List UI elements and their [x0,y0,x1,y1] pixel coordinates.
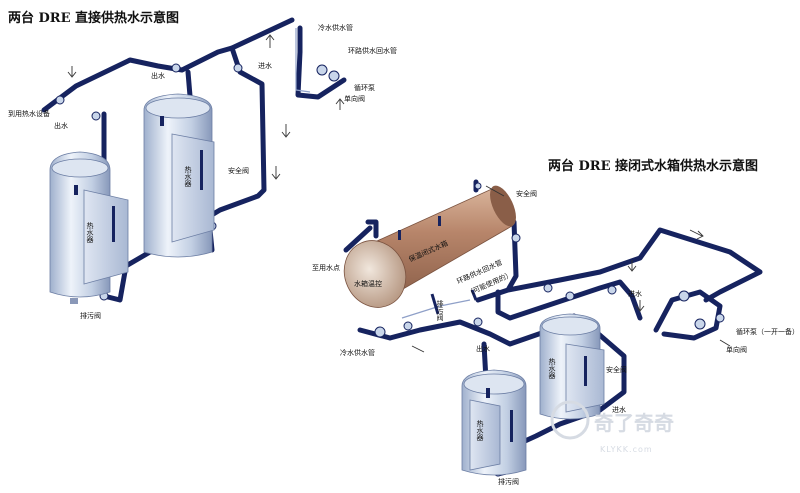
right-arrow-1 [485,185,505,197]
watermark-logo-icon [550,400,590,440]
left-label-outlet-b: 出水 [151,71,165,80]
right-pump-1 [678,290,690,302]
right-to-use-pipe [365,219,379,239]
right-label-inlet-b: 进水 [612,405,626,414]
left-title: 两台 DRE 直接供热水示意图 [8,10,179,26]
right-valve-2 [543,283,553,293]
right-arrow-4 [635,300,645,312]
right-diagram: 安全阀 保温闭式水箱 至用水点 水箱温控 环路供水回水管 （可能使用的） 排污阀… [312,179,799,486]
right-title: 两台 DRE 接闭式水箱供热水示意图 [548,158,758,174]
right-label-drain-b: 排污阀 [498,477,519,486]
right-thin-pipe [401,299,471,319]
right-label-safety-valve-tank: 安全阀 [516,189,537,198]
right-valve-3 [565,291,575,301]
left-label-safety-valve: 安全阀 [228,166,249,175]
right-label-tank-thermostat: 水箱温控 [354,279,382,288]
right-mid-pipe [495,279,643,321]
right-closed-tank [343,185,516,315]
left-valve-2 [91,111,101,121]
right-label-circ-pump: 循环泵（一开一备） [736,327,799,336]
left-valve-4 [233,63,243,73]
right-check-valve [715,313,725,323]
right-label-check-valve: 单向阀 [726,345,747,354]
right-label-to-use-point: 至用水点 [312,263,340,272]
right-valve-4 [607,285,617,295]
right-arrow-3 [627,260,637,272]
right-label-inlet-a: 进水 [628,289,642,298]
right-label-heater-a: 热水器 [476,419,484,442]
left-cold-pipe [295,25,347,100]
right-arrow-5 [719,339,731,347]
right-top-loop-pipe [475,219,763,303]
right-arrow-2 [689,229,704,240]
left-diagram: 冷水供水管 环路供水回水管 进水 出水 到用热水设备 出水 循环泵 单向阀 安全… [8,17,397,320]
left-valve-3 [171,63,181,73]
right-label-cold-supply: 冷水供水管 [340,348,375,357]
right-heater-a [461,369,527,476]
left-label-heater-a: 热水器 [86,221,94,244]
left-valve-1 [55,95,65,105]
left-label-cold-supply: 冷水供水管 [318,23,353,32]
left-label-inlet: 进水 [258,61,272,70]
left-arrow-5 [335,98,345,110]
right-pump-2 [694,318,706,330]
right-heater-b [539,313,605,420]
left-thin-pipe [295,28,311,93]
watermark: 奇了奇奇 KLYKK.com [550,400,674,454]
left-label-to-hot-equipment: 到用热水设备 [8,109,50,118]
right-label-heater-b: 热水器 [548,357,556,380]
left-label-check-valve: 单向阀 [344,94,365,103]
right-pump-loop [653,289,723,341]
left-arrow-1 [67,66,77,78]
right-valve-1 [511,233,521,243]
watermark-sub: KLYKK.com [600,445,653,454]
left-label-heater-b: 热水器 [184,165,192,188]
right-valve-6 [473,317,483,327]
watermark-main: 奇了奇奇 [594,411,674,435]
right-cold-valve [374,326,386,338]
left-heater-a [49,151,129,304]
right-arrow-6 [411,345,425,353]
left-label-drain-valve: 排污阀 [80,311,101,320]
left-label-loop-return: 环路供水回水管 [348,46,397,55]
left-arrow-3 [265,34,275,48]
right-valve-5 [403,321,413,331]
left-arrow-2 [281,124,291,138]
left-pump-2 [328,70,340,82]
left-arrow-4 [271,166,281,180]
right-label-outlet: 出水 [476,344,490,353]
left-pump-1 [316,64,328,76]
right-safety-valve-tank [474,182,482,190]
left-heater-b [143,93,215,258]
left-label-circ-pump: 循环泵 [354,83,375,92]
right-label-safety-valve: 安全阀 [606,365,627,374]
left-label-outlet-a: 出水 [54,121,68,130]
right-label-drain-a: 排污阀 [436,299,444,322]
